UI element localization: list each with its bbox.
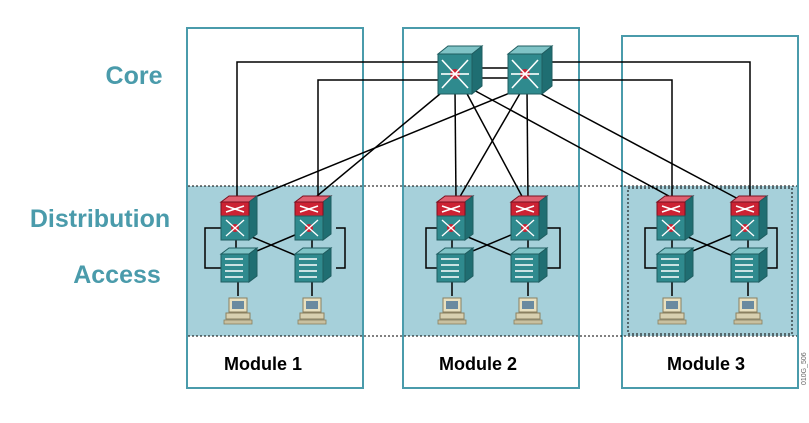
- dist-switch-m2-b-icon: [510, 195, 548, 241]
- dist-switch-m2-a-icon: [436, 195, 474, 241]
- dist-switch-m1-b-icon: [294, 195, 332, 241]
- dist-switch-m3-a-icon: [656, 195, 694, 241]
- access-switch-m1-b-icon: [294, 247, 332, 283]
- figure-code: 010G_506: [801, 352, 808, 385]
- access-switch-m3-a-icon: [656, 247, 694, 283]
- network-links: [204, 61, 778, 296]
- module-1-label: Module 1: [224, 354, 302, 374]
- module-3-inner-outline: [627, 187, 793, 335]
- access-switch-m2-a-icon: [436, 247, 474, 283]
- layer-label-access: Access: [73, 261, 161, 289]
- module-2-label: Module 2: [439, 354, 517, 374]
- module-2-band: [404, 186, 578, 336]
- core-switch-1-icon: [437, 45, 483, 95]
- dist-switch-m3-b-icon: [730, 195, 768, 241]
- access-switch-m3-b-icon: [730, 247, 768, 283]
- module-1-band: [188, 186, 362, 336]
- core-switch-2-icon: [507, 45, 553, 95]
- access-switch-m1-a-icon: [220, 247, 258, 283]
- dist-switch-m1-a-icon: [220, 195, 258, 241]
- module-3-label: Module 3: [667, 354, 745, 374]
- access-switch-m2-b-icon: [510, 247, 548, 283]
- layer-label-distribution: Distribution: [30, 205, 170, 233]
- layer-label-core: Core: [106, 62, 163, 90]
- module-3-band: [623, 186, 797, 336]
